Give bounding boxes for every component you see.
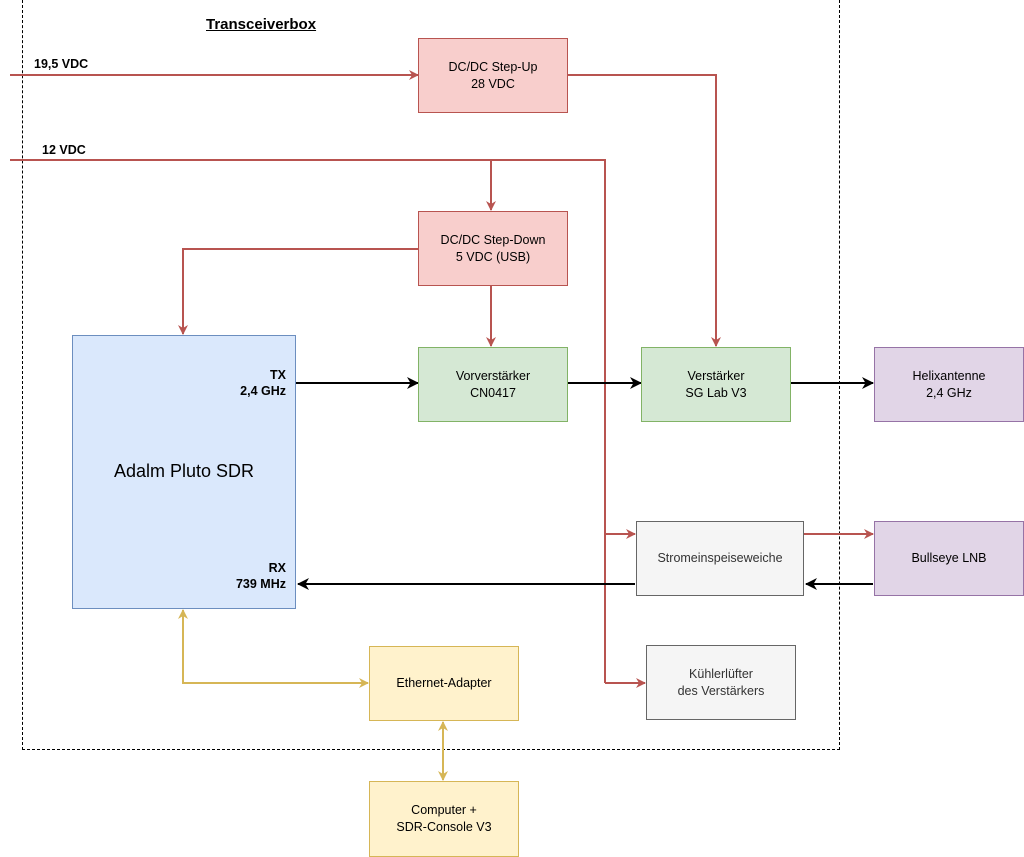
line-stepup-to-verstaerker [568,74,721,347]
vorverstaerker-box: Vorverstärker CN0417 [418,347,568,422]
rx-port-label: RX 739 MHz [235,561,286,591]
line-stepdown-to-pluto [178,248,418,335]
tx-port-label: TX 2,4 GHz [240,368,286,398]
adalm-pluto-name: Adalm Pluto SDR [113,461,255,481]
input-12v-label: 12 VDC [42,143,86,157]
kuehlerluefter-box: Kühlerlüfter des Verstärkers [646,645,796,720]
adalm-pluto-box [72,335,296,609]
verstaerker-box: Verstärker SG Lab V3 [641,347,791,422]
line-12v-to-stepdown [10,159,496,211]
transceiverbox-frame [22,0,840,750]
bullseye-lnb-box: Bullseye LNB [874,521,1024,596]
stromeinspeiseweiche-box: Stromeinspeiseweiche [636,521,804,596]
line-pluto-to-ethernet [178,609,369,688]
input-19v-label: 19,5 VDC [34,57,89,71]
ethernet-adapter-box: Ethernet-Adapter [369,646,519,721]
computer-box: Computer + SDR-Console V3 [369,781,519,857]
stepdown-box: DC/DC Step-Down 5 VDC (USB) [418,211,568,286]
stepup-box: DC/DC Step-Up 28 VDC [418,38,568,113]
transceiverbox-title: Transceiverbox [206,16,317,33]
helixantenne-box: Helixantenne 2,4 GHz [874,347,1024,422]
line-12v-bus [491,159,606,683]
